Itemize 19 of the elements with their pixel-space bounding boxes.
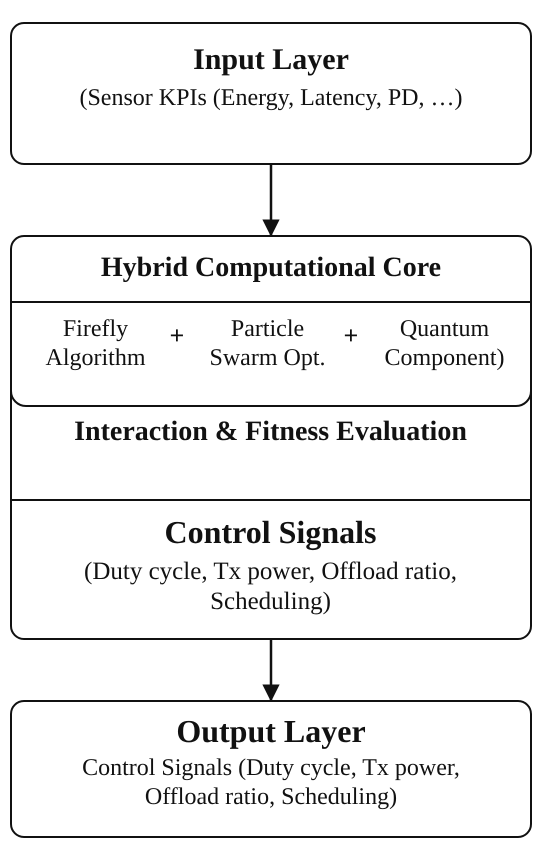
heading: Interaction & Fitness Evaluation [73, 415, 468, 449]
process-box [10, 235, 532, 640]
component-panel [10, 301, 532, 407]
heading: Hybrid Computational Core [100, 251, 442, 285]
description: Quantum Component) [384, 315, 506, 373]
heading: Control Signals [164, 513, 378, 552]
arrow [262, 165, 280, 237]
plus-sign: + [344, 323, 358, 349]
arrow [262, 640, 280, 702]
process-box [10, 22, 532, 165]
heading: Input Layer [192, 42, 350, 78]
process-box [10, 700, 532, 838]
plus-sign: + [170, 323, 184, 349]
description: Particle Swarm Opt. [208, 315, 326, 373]
heading: Output Layer [175, 712, 367, 750]
description: (Duty cycle, Tx power, Offload ratio, Scheduling) [83, 557, 458, 617]
description: Control Signals (Duty cycle, Tx power, Offload ratio, Scheduling) [81, 754, 461, 812]
description: Firefly Algorithm [44, 315, 146, 373]
description: (Sensor KPIs (Energy, Latency, PD, …) [78, 84, 464, 113]
